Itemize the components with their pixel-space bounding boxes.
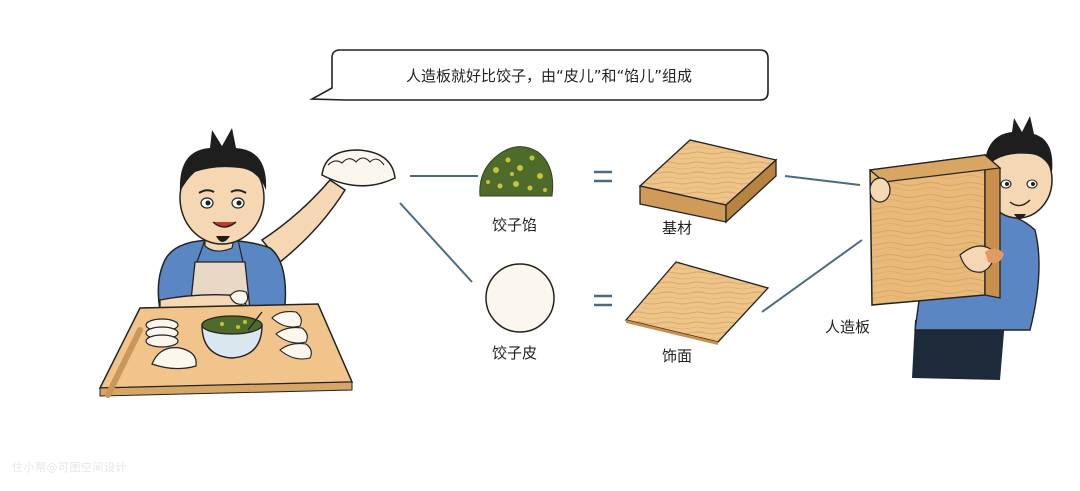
watermark-text: 住小帮@可图空间设计: [12, 461, 127, 474]
speech-bubble: [309, 49, 769, 101]
veneer-sheet: [624, 261, 770, 345]
held-dumpling: [321, 149, 396, 187]
line-substrate-to-panel: [784, 175, 861, 186]
label-substrate: 基材: [662, 219, 693, 237]
panel-carrier-figure: [868, 116, 1053, 380]
kneading-table: [98, 290, 354, 398]
equals-top: [594, 170, 612, 183]
equals-bottom: [594, 294, 612, 307]
line-veneer-to-panel: [761, 239, 863, 313]
connector-lines: [399, 175, 863, 313]
label-filling: 饺子馅: [492, 216, 538, 234]
label-veneer: 饰面: [662, 347, 693, 365]
substrate-block: [638, 139, 778, 224]
label-wrapper: 饺子皮: [492, 344, 538, 362]
wrapper-disc: [485, 263, 555, 333]
chef-figure: [157, 128, 347, 313]
speech-bubble-text: 人造板就好比饺子，由“皮儿”和“馅儿”组成: [405, 66, 693, 85]
line-to-wrapper: [399, 202, 473, 283]
label-panel: 人造板: [825, 318, 871, 336]
filling-mound: [479, 146, 554, 197]
